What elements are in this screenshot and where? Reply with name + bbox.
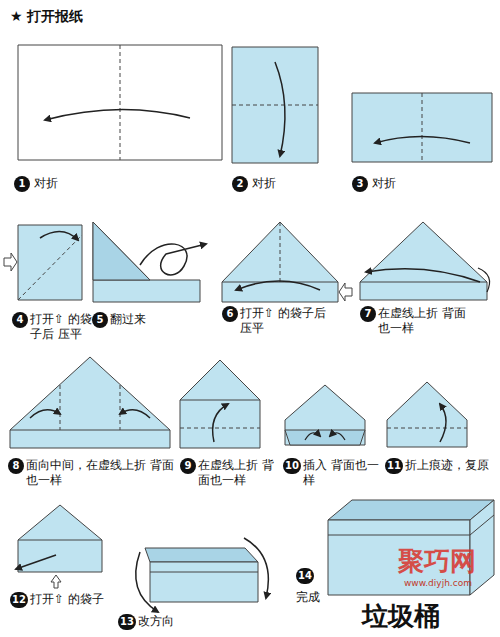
callout-number: 2: [232, 176, 248, 192]
callout-number: 11: [385, 458, 403, 474]
step-caption: 打开⇧ 的袋子后 压平: [240, 306, 335, 336]
step-caption: 折上痕迹，复原: [405, 458, 497, 473]
callout-number: 10: [283, 458, 301, 474]
step-caption: 插入 背面也一样: [303, 458, 381, 488]
watermark: 聚巧网: [398, 545, 476, 578]
step-caption: 改方向: [138, 614, 174, 629]
step-caption: 在虚线上折 背面也一样: [378, 306, 468, 336]
watermark-url: www.diyjh.com: [404, 578, 472, 589]
callout-number: 6: [222, 306, 238, 322]
step-caption: 打开⇧ 的袋子后 压平: [30, 312, 92, 342]
step-caption: 面向中间，在虚线上折 背面也一样: [26, 458, 176, 488]
callout-number: 8: [8, 458, 24, 474]
step-caption: 翻过来: [110, 312, 146, 327]
callout-number: 9: [180, 458, 196, 474]
step-heading: ★ 打开报纸: [10, 8, 83, 26]
callout-number: 14: [296, 568, 314, 584]
callout-number: 1: [14, 176, 30, 192]
step-caption: 完成: [296, 590, 320, 605]
step-caption: 对折: [34, 176, 58, 191]
callout-number: 12: [10, 592, 28, 608]
step-caption: 对折: [372, 176, 396, 191]
callout-number: 13: [118, 614, 136, 630]
step-caption: 对折: [252, 176, 276, 191]
callout-number: 3: [352, 176, 368, 192]
callout-number: 5: [92, 312, 108, 328]
step-caption: 在虚线上折 背面也一样: [198, 458, 276, 488]
callout-number: 4: [12, 312, 28, 328]
callout-number: 7: [360, 306, 376, 322]
step-caption: 打开⇧ 的袋子: [30, 592, 125, 607]
result-title: 垃圾桶: [362, 600, 440, 633]
